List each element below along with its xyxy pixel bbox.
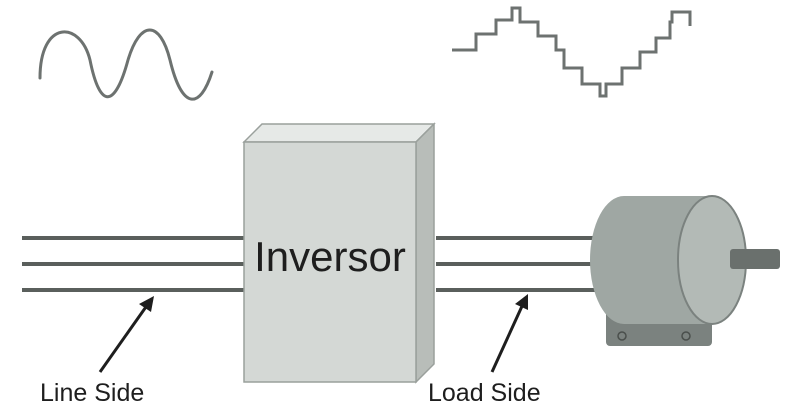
- motor-shaft: [730, 249, 780, 269]
- output-stepped-wave-icon: [452, 6, 692, 98]
- motor-icon: [590, 195, 780, 346]
- inverter-box-front: [243, 141, 417, 383]
- load-side-wires: [436, 236, 600, 292]
- motor-mount-bolt-left: [617, 331, 627, 341]
- load-side-label: Load Side: [428, 379, 541, 407]
- inverter-box-side: [415, 122, 435, 384]
- load-side-arrow: [490, 294, 528, 373]
- line-side-label: Line Side: [40, 379, 145, 407]
- input-sine-wave-icon: [38, 28, 214, 101]
- inverter-box: [242, 122, 436, 384]
- inverter-label: Inversor: [254, 233, 406, 280]
- line-side-wires: [22, 236, 246, 292]
- inverter-box-top: [242, 123, 436, 143]
- line-side-arrow: [98, 296, 154, 373]
- motor-mount-bolt-right: [681, 331, 691, 341]
